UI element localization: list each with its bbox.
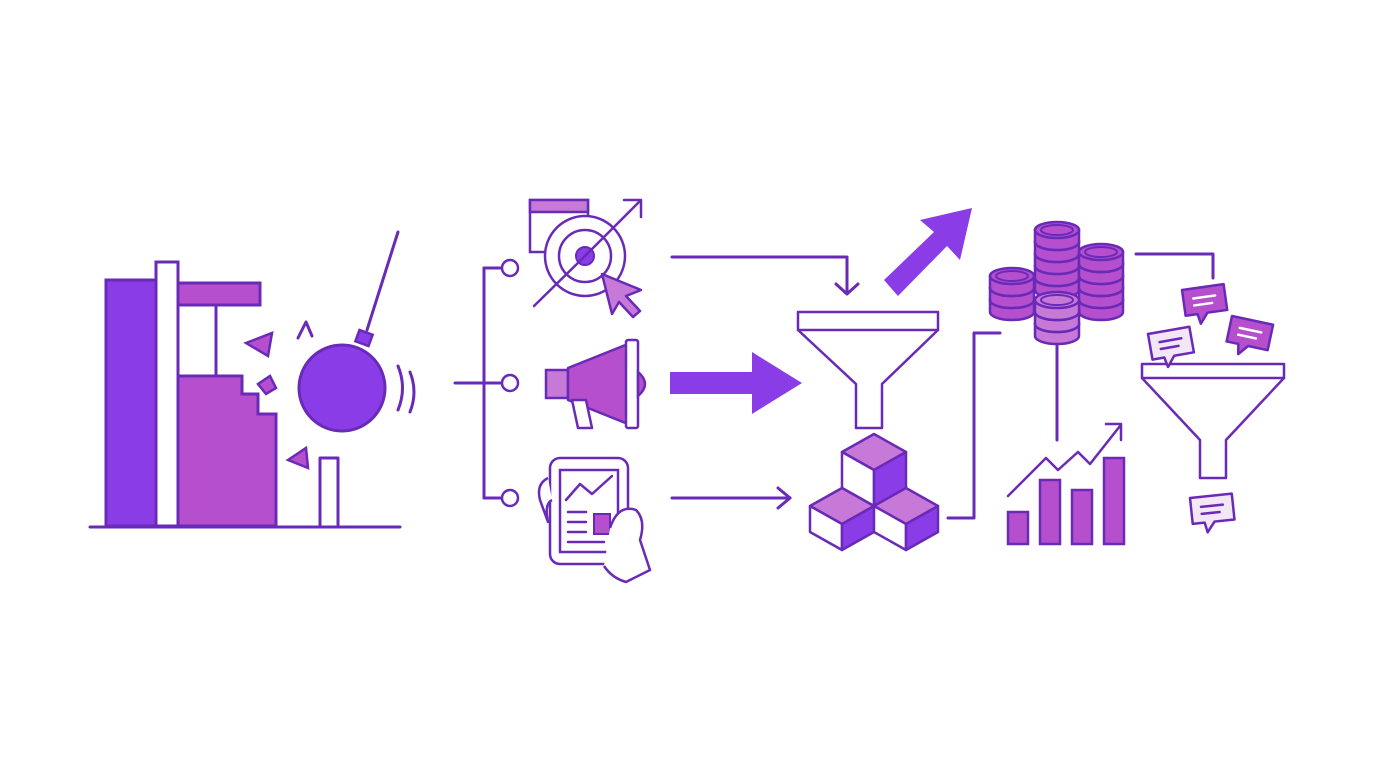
building-top-beam (176, 281, 262, 307)
megaphone-grip (570, 398, 594, 430)
target-arrow-tail (532, 254, 587, 308)
chat-bubble-icon (1146, 325, 1196, 369)
motion-line (396, 364, 404, 412)
wrecking-chain (365, 230, 400, 332)
arrow-megaphone-to-funnel (670, 352, 802, 414)
hand-left-thumb (537, 476, 553, 524)
wrecking-ball-demolition-icon (88, 230, 416, 529)
funnel-body (796, 310, 940, 430)
growth-bar (1102, 456, 1126, 546)
chat-bubble-group (1146, 282, 1275, 534)
building-left-block (104, 278, 158, 528)
megaphone-bell (636, 369, 647, 399)
branch-connector (453, 258, 520, 508)
growth-trend-line (1006, 424, 1122, 498)
chat-bubble-icon (1188, 492, 1236, 534)
arrow-target-to-funnel (670, 255, 849, 294)
stacked-cubes-icon (808, 432, 940, 552)
growth-bar (1070, 488, 1094, 546)
target-with-cursor-icon (528, 198, 643, 319)
coin-stacks-icon (988, 220, 1125, 346)
growth-bar (1038, 478, 1062, 546)
connector-cubes-to-coins (946, 331, 1002, 520)
growth-bar (1006, 510, 1030, 546)
connector-node (500, 258, 520, 278)
target-ring-middle (557, 228, 613, 284)
hand-right (602, 507, 652, 584)
debris-piece (285, 445, 310, 470)
coin-face (1040, 224, 1074, 236)
connector-node (500, 373, 520, 393)
coin-face (995, 270, 1029, 282)
growth-arrow-head (1104, 422, 1123, 442)
target-arrow-shaft (583, 199, 642, 258)
funnel-icon (796, 310, 940, 430)
tablet-chart-block (593, 513, 611, 535)
megaphone-icon (544, 338, 647, 430)
megaphone-rim (624, 338, 640, 430)
debris-piece (243, 331, 274, 358)
building-broken-section (176, 374, 278, 528)
feedback-funnel-icon (1140, 362, 1286, 480)
chat-bubble-icon (1225, 314, 1275, 356)
tablet-in-hand-icon (537, 456, 652, 584)
motion-line (408, 370, 416, 414)
flow-arrows (670, 208, 972, 510)
building-pillar (154, 260, 180, 528)
debris-post (318, 456, 340, 529)
ball-hook (353, 328, 375, 348)
arrow-head (776, 486, 792, 510)
debris-chip (296, 320, 314, 340)
connector-node (500, 488, 520, 508)
connector-coins-to-feedback (1134, 252, 1215, 280)
browser-titlebar (528, 198, 590, 214)
megaphone-handle-back (544, 368, 570, 400)
debris-piece (256, 374, 278, 396)
arrow-up-growth (884, 208, 972, 296)
growth-bar-chart-icon (1006, 422, 1126, 546)
chat-bubble-icon (1180, 282, 1229, 325)
wrecking-ball (297, 343, 387, 433)
coin-face (1084, 246, 1118, 258)
feedback-funnel-body (1140, 362, 1286, 480)
arrow-head (834, 282, 860, 296)
target-arrow-head (622, 198, 643, 219)
cursor-arrow (600, 272, 643, 319)
tablet-trend-line (564, 474, 614, 502)
cube-right-face (904, 504, 940, 552)
coin-face (1040, 294, 1074, 306)
